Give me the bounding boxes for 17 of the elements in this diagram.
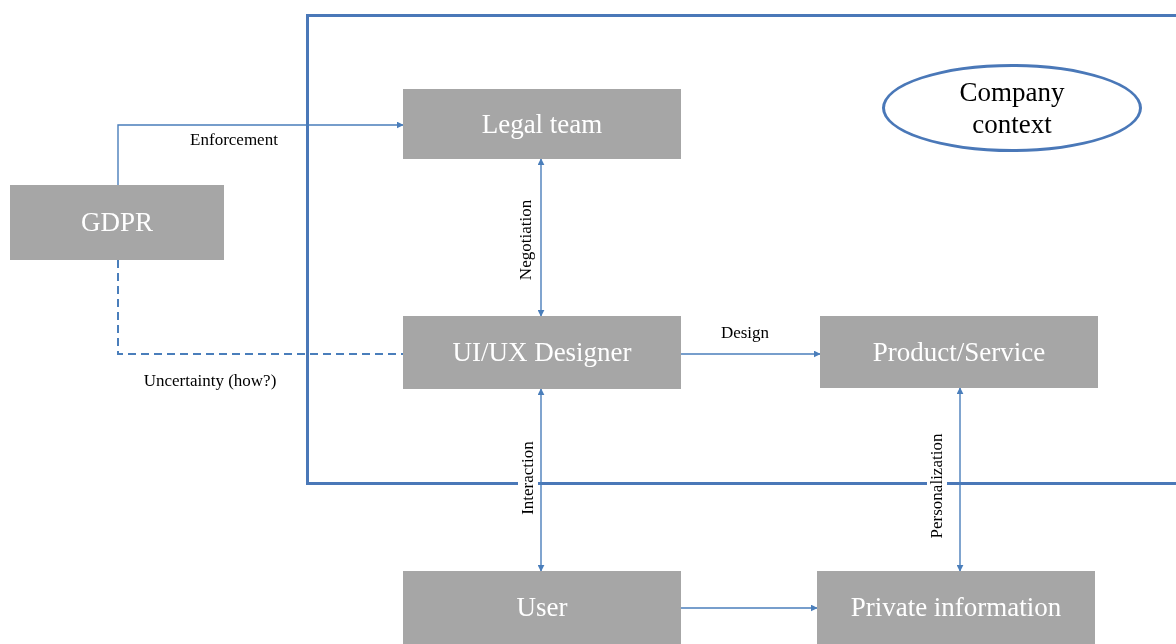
process-box: UI/UX Designer [403,316,681,389]
process-box: Product/Service [820,316,1098,388]
process-box: GDPR [10,185,224,260]
edge-label: Interaction [518,439,538,517]
arrow [117,121,404,186]
context-ellipse: Company context [882,64,1142,152]
arrow [956,387,964,572]
arrow [680,350,821,358]
arrow [537,388,545,572]
process-box: Legal team [403,89,681,159]
arrow [680,604,818,612]
process-box: Private information [817,571,1095,644]
arrow [537,158,545,317]
edge-label: Uncertainty (how?) [141,371,279,391]
dashed-line [117,259,404,355]
process-box: User [403,571,681,644]
edge-label: Personalization [927,431,947,541]
